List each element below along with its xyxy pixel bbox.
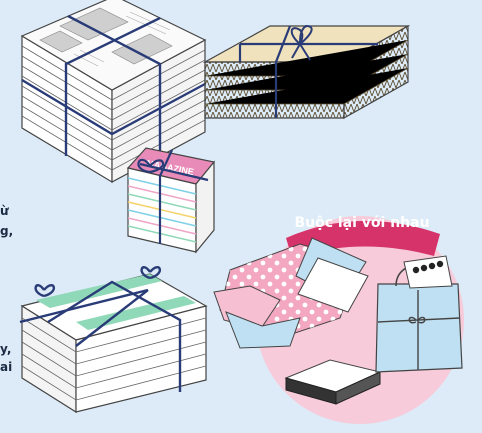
side-text-line-3: y, (0, 342, 12, 356)
newspaper-stack (20, 0, 207, 184)
side-text-line-2: g, (0, 224, 14, 238)
side-text-line-4: ai (0, 360, 13, 374)
mixed-items-circle (213, 216, 464, 424)
paper-bundle-stack (19, 266, 208, 414)
string-bow-icon (290, 24, 313, 61)
cardboard-stack (202, 24, 411, 120)
magazine-stack: MAGAZINE (126, 147, 216, 254)
tie-together-badge: Buộc lại với nhau (294, 215, 430, 231)
side-text-line-1: ừ (0, 204, 9, 218)
